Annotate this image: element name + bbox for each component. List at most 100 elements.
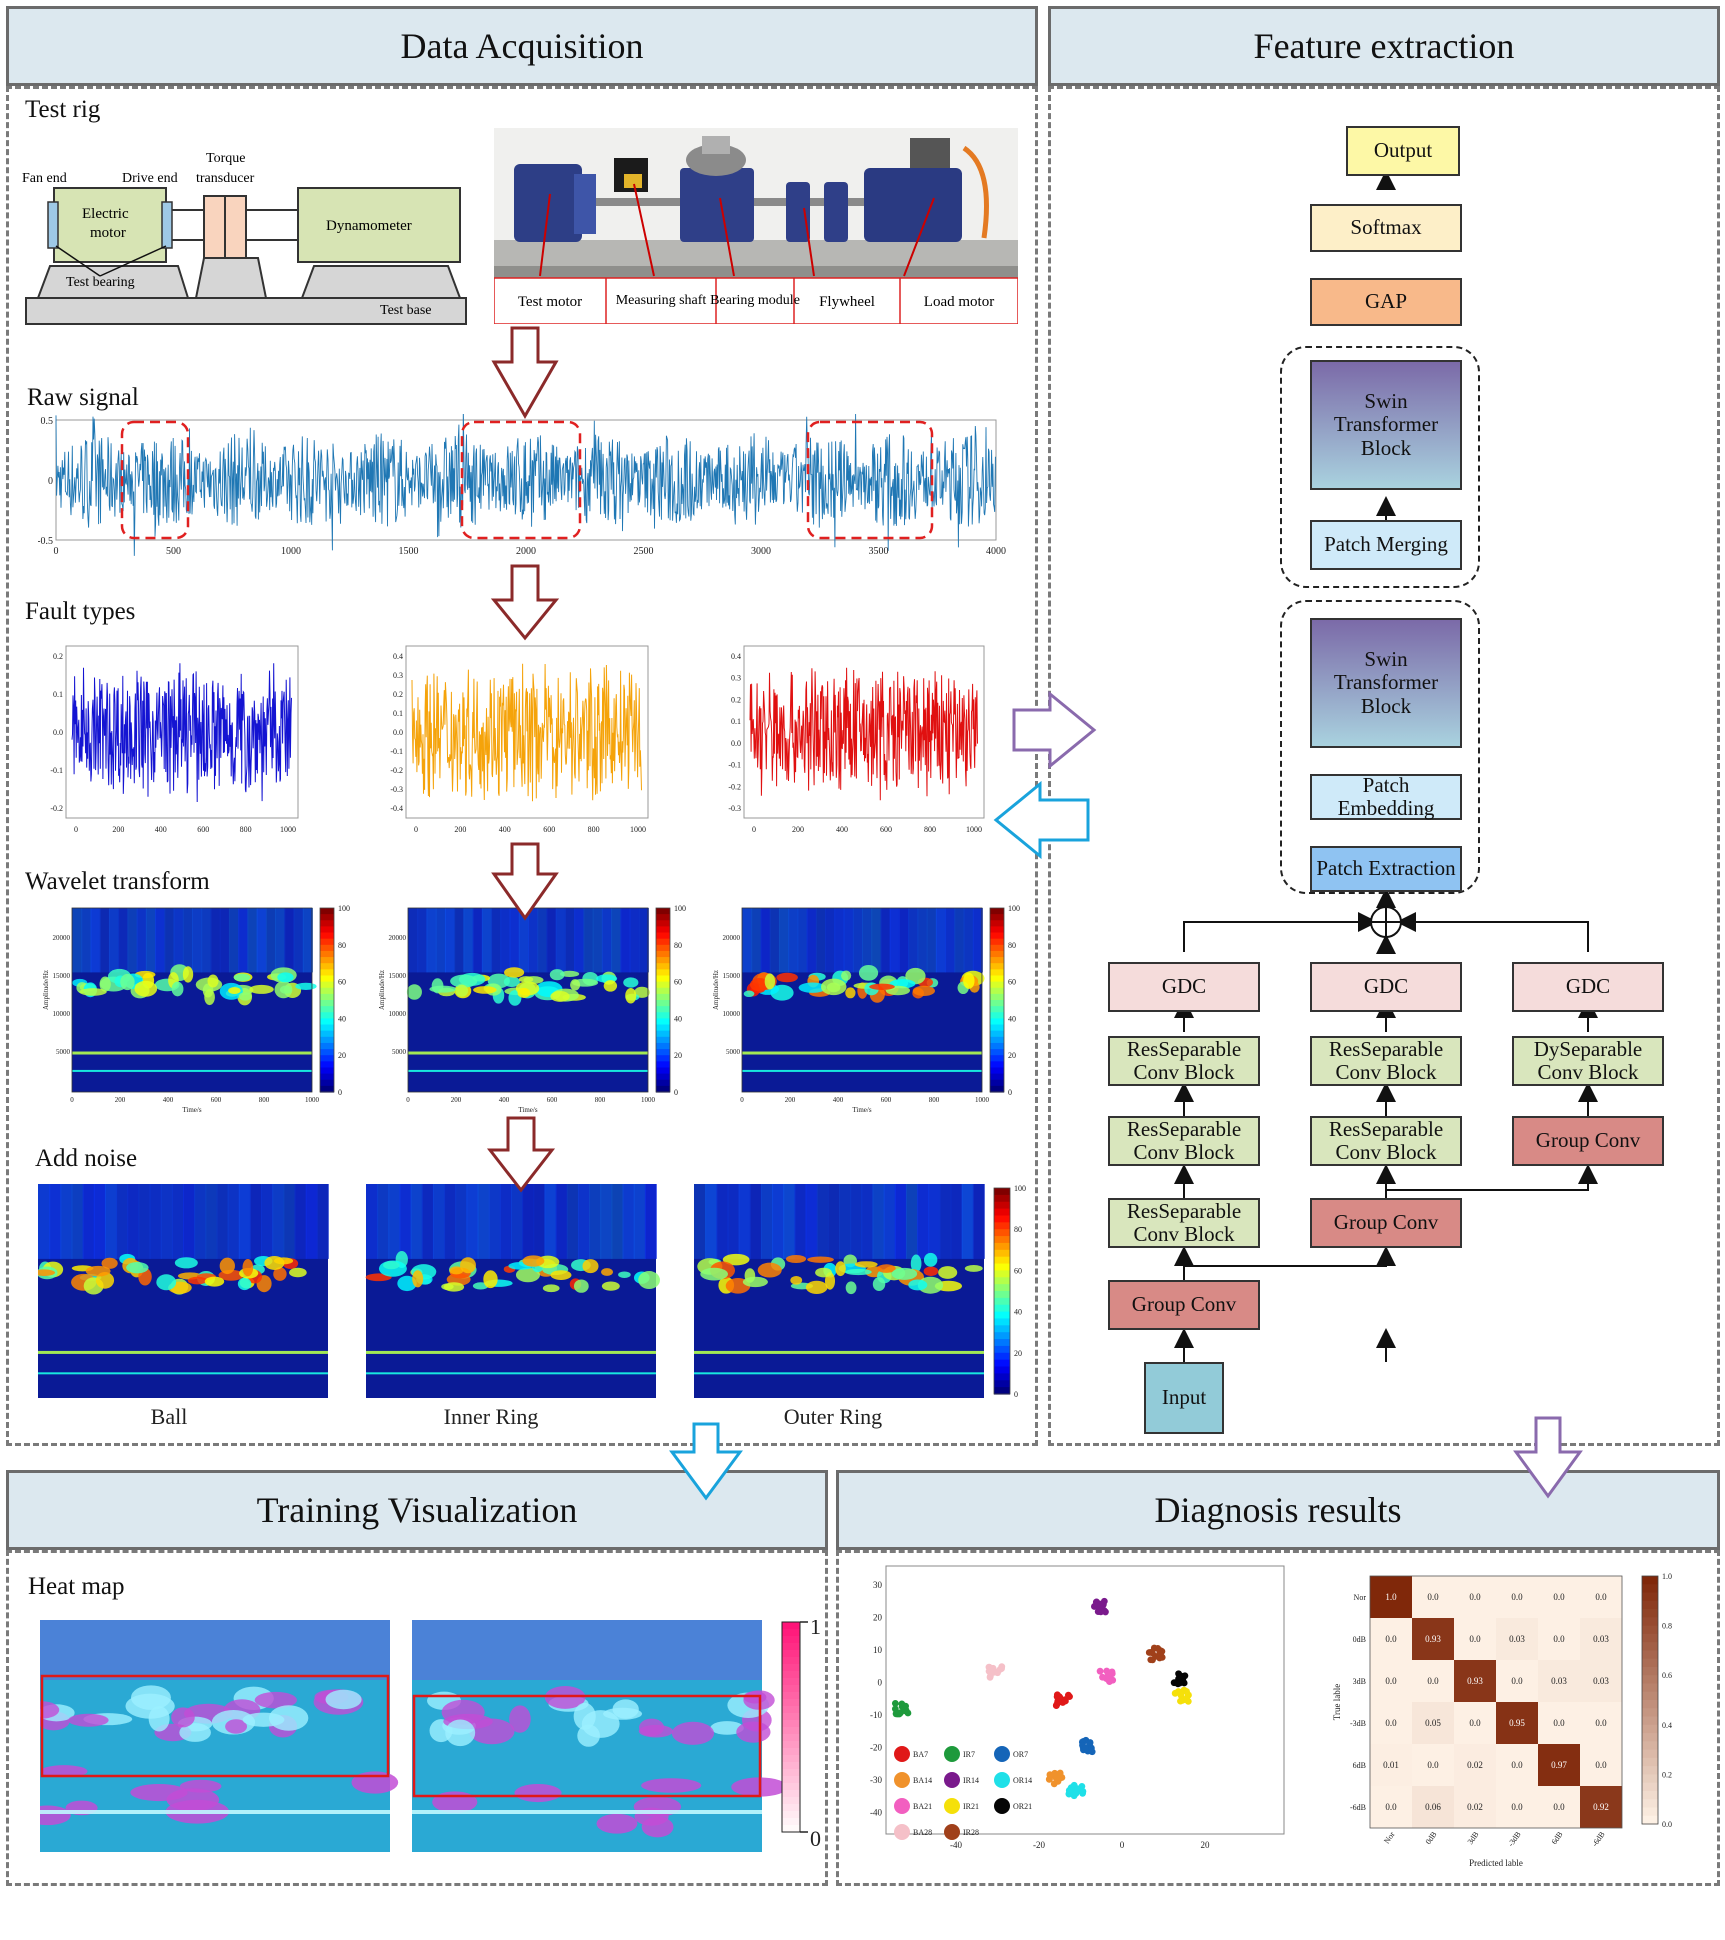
- spectro-haze: [90, 908, 101, 973]
- colorbar-step: [656, 1085, 670, 1093]
- cm-x-label: Predicted lable: [1469, 1858, 1523, 1868]
- spectro-haze: [99, 908, 110, 973]
- res-sep-block-left-1: ResSeparable Conv Block: [1108, 1198, 1260, 1248]
- cm-colorbar-step: [1642, 1617, 1658, 1627]
- spectro-haze: [116, 1184, 129, 1259]
- output-box: Output: [1346, 126, 1460, 176]
- cm-x-tick: 6dB: [1550, 1830, 1565, 1846]
- spectro-haze: [611, 908, 622, 973]
- spectro-haze: [238, 908, 249, 973]
- cm-cell-value: 0.0: [1595, 1760, 1607, 1770]
- spectro-haze: [164, 908, 175, 973]
- colorbar-tick: 80: [1008, 941, 1016, 950]
- wavelet-spectrogram: [406, 908, 650, 1092]
- colorbar-step: [656, 993, 670, 1001]
- heatmap-colorbar-step: [782, 1769, 800, 1777]
- tsne-point: [1174, 1688, 1182, 1695]
- spectro-blob: [923, 1266, 939, 1277]
- colorbar-step: [994, 1304, 1010, 1313]
- cm-cell: [1580, 1702, 1622, 1744]
- spectro-blob: [722, 1253, 750, 1266]
- tsne-legend-marker: [944, 1824, 960, 1840]
- spectro-blob: [515, 1267, 541, 1283]
- colorbar-step: [320, 1024, 334, 1032]
- spectro-haze: [194, 1184, 207, 1259]
- colorbar-step: [994, 1339, 1010, 1347]
- colorbar-frame: [989, 907, 1005, 1093]
- colorbar-step: [656, 938, 670, 946]
- raw-x-tick: 2000: [516, 546, 536, 557]
- cm-cell: [1370, 1660, 1412, 1702]
- cm-cell: [1412, 1786, 1454, 1828]
- heatmap-colorbar-step: [782, 1650, 800, 1658]
- spectro-blob: [204, 989, 215, 1006]
- spectro-low-band: [366, 1350, 656, 1354]
- spectro-blob: [207, 974, 219, 988]
- spectro-blob: [219, 1257, 235, 1275]
- spectro-haze: [894, 1184, 907, 1259]
- cm-colorbar-step: [1642, 1766, 1658, 1775]
- spectro-haze: [592, 908, 603, 973]
- cm-cell: [1370, 1786, 1412, 1828]
- spectro-blob: [204, 1276, 225, 1287]
- cm-cell-value: 0.0: [1511, 1760, 1523, 1770]
- spectro-blob: [912, 985, 935, 997]
- cm-cell-value: 0.93: [1425, 1634, 1441, 1644]
- spectro-haze: [71, 1184, 84, 1259]
- spectro-haze: [444, 908, 456, 973]
- colorbar-step: [990, 920, 1004, 927]
- spectro-blob: [237, 1277, 252, 1291]
- heatmap-colorbar-step: [782, 1741, 800, 1749]
- raw-x-tick: 1500: [399, 546, 419, 557]
- colorbar-step: [320, 1012, 334, 1019]
- spectro-blob: [700, 1267, 728, 1281]
- heatmap-scale-min: 0: [810, 1826, 821, 1851]
- tsne-point: [1183, 1688, 1190, 1695]
- colorbar-step: [990, 914, 1004, 921]
- tsne-point: [1096, 1667, 1104, 1675]
- spectro-haze: [537, 908, 548, 973]
- fault-x-tick: 1000: [280, 825, 296, 834]
- tsne-legend-label: IR7: [963, 1750, 975, 1759]
- colorbar-step: [656, 1067, 670, 1075]
- spectro-blob: [406, 984, 422, 1000]
- colorbar-tick: 40: [674, 1014, 682, 1023]
- tsne-point: [891, 1699, 899, 1707]
- rig-electric-text: Electric: [82, 206, 129, 222]
- colorbar-step: [656, 914, 670, 921]
- colorbar-step: [994, 1263, 1010, 1271]
- cm-cell-value: 0.0: [1469, 1718, 1481, 1728]
- group-conv-left: Group Conv: [1108, 1280, 1260, 1330]
- spectro-low-band: [694, 1372, 984, 1375]
- spectro-haze: [118, 908, 129, 973]
- rig-transducer-support: [194, 257, 268, 299]
- heatmap-blob: [68, 1713, 109, 1727]
- rig-drive-end-text: Drive end: [122, 171, 178, 186]
- spectro-haze: [815, 908, 827, 973]
- wavelet-x-tick: 1000: [975, 1096, 990, 1104]
- cm-cell: [1538, 1618, 1580, 1660]
- spectro-haze: [283, 1184, 296, 1259]
- spectro-haze: [155, 908, 166, 973]
- photo-bearing-module: [680, 168, 754, 242]
- heatmap-colorbar-step: [782, 1664, 800, 1672]
- heatmap-colorbar-step: [782, 1811, 800, 1819]
- raw-highlight-box: [120, 420, 190, 540]
- heatmap-image: [412, 1620, 788, 1852]
- res-sep-block-left-2: ResSeparable Conv Block: [1108, 1116, 1260, 1166]
- colorbar-tick: 80: [338, 941, 346, 950]
- wavelet-y-tick: 10000: [389, 1010, 407, 1018]
- colorbar-step: [320, 1030, 334, 1038]
- cm-colorbar-step: [1642, 1700, 1658, 1709]
- spectro-blob: [120, 973, 135, 991]
- cm-cell-value: 0.03: [1593, 1676, 1609, 1686]
- res-sep-block-left-3: ResSeparable Conv Block: [1108, 1036, 1260, 1086]
- cm-colorbar-tick: 0.4: [1662, 1721, 1672, 1730]
- colorbar-step: [994, 1387, 1010, 1395]
- spectro-haze: [511, 1184, 524, 1259]
- heatmap-blob: [125, 1693, 175, 1719]
- fault-x-tick: 400: [155, 825, 167, 834]
- heatmap-colorbar-step: [782, 1748, 800, 1756]
- tsne-legend-marker: [994, 1746, 1010, 1762]
- spectro-haze: [149, 1184, 162, 1259]
